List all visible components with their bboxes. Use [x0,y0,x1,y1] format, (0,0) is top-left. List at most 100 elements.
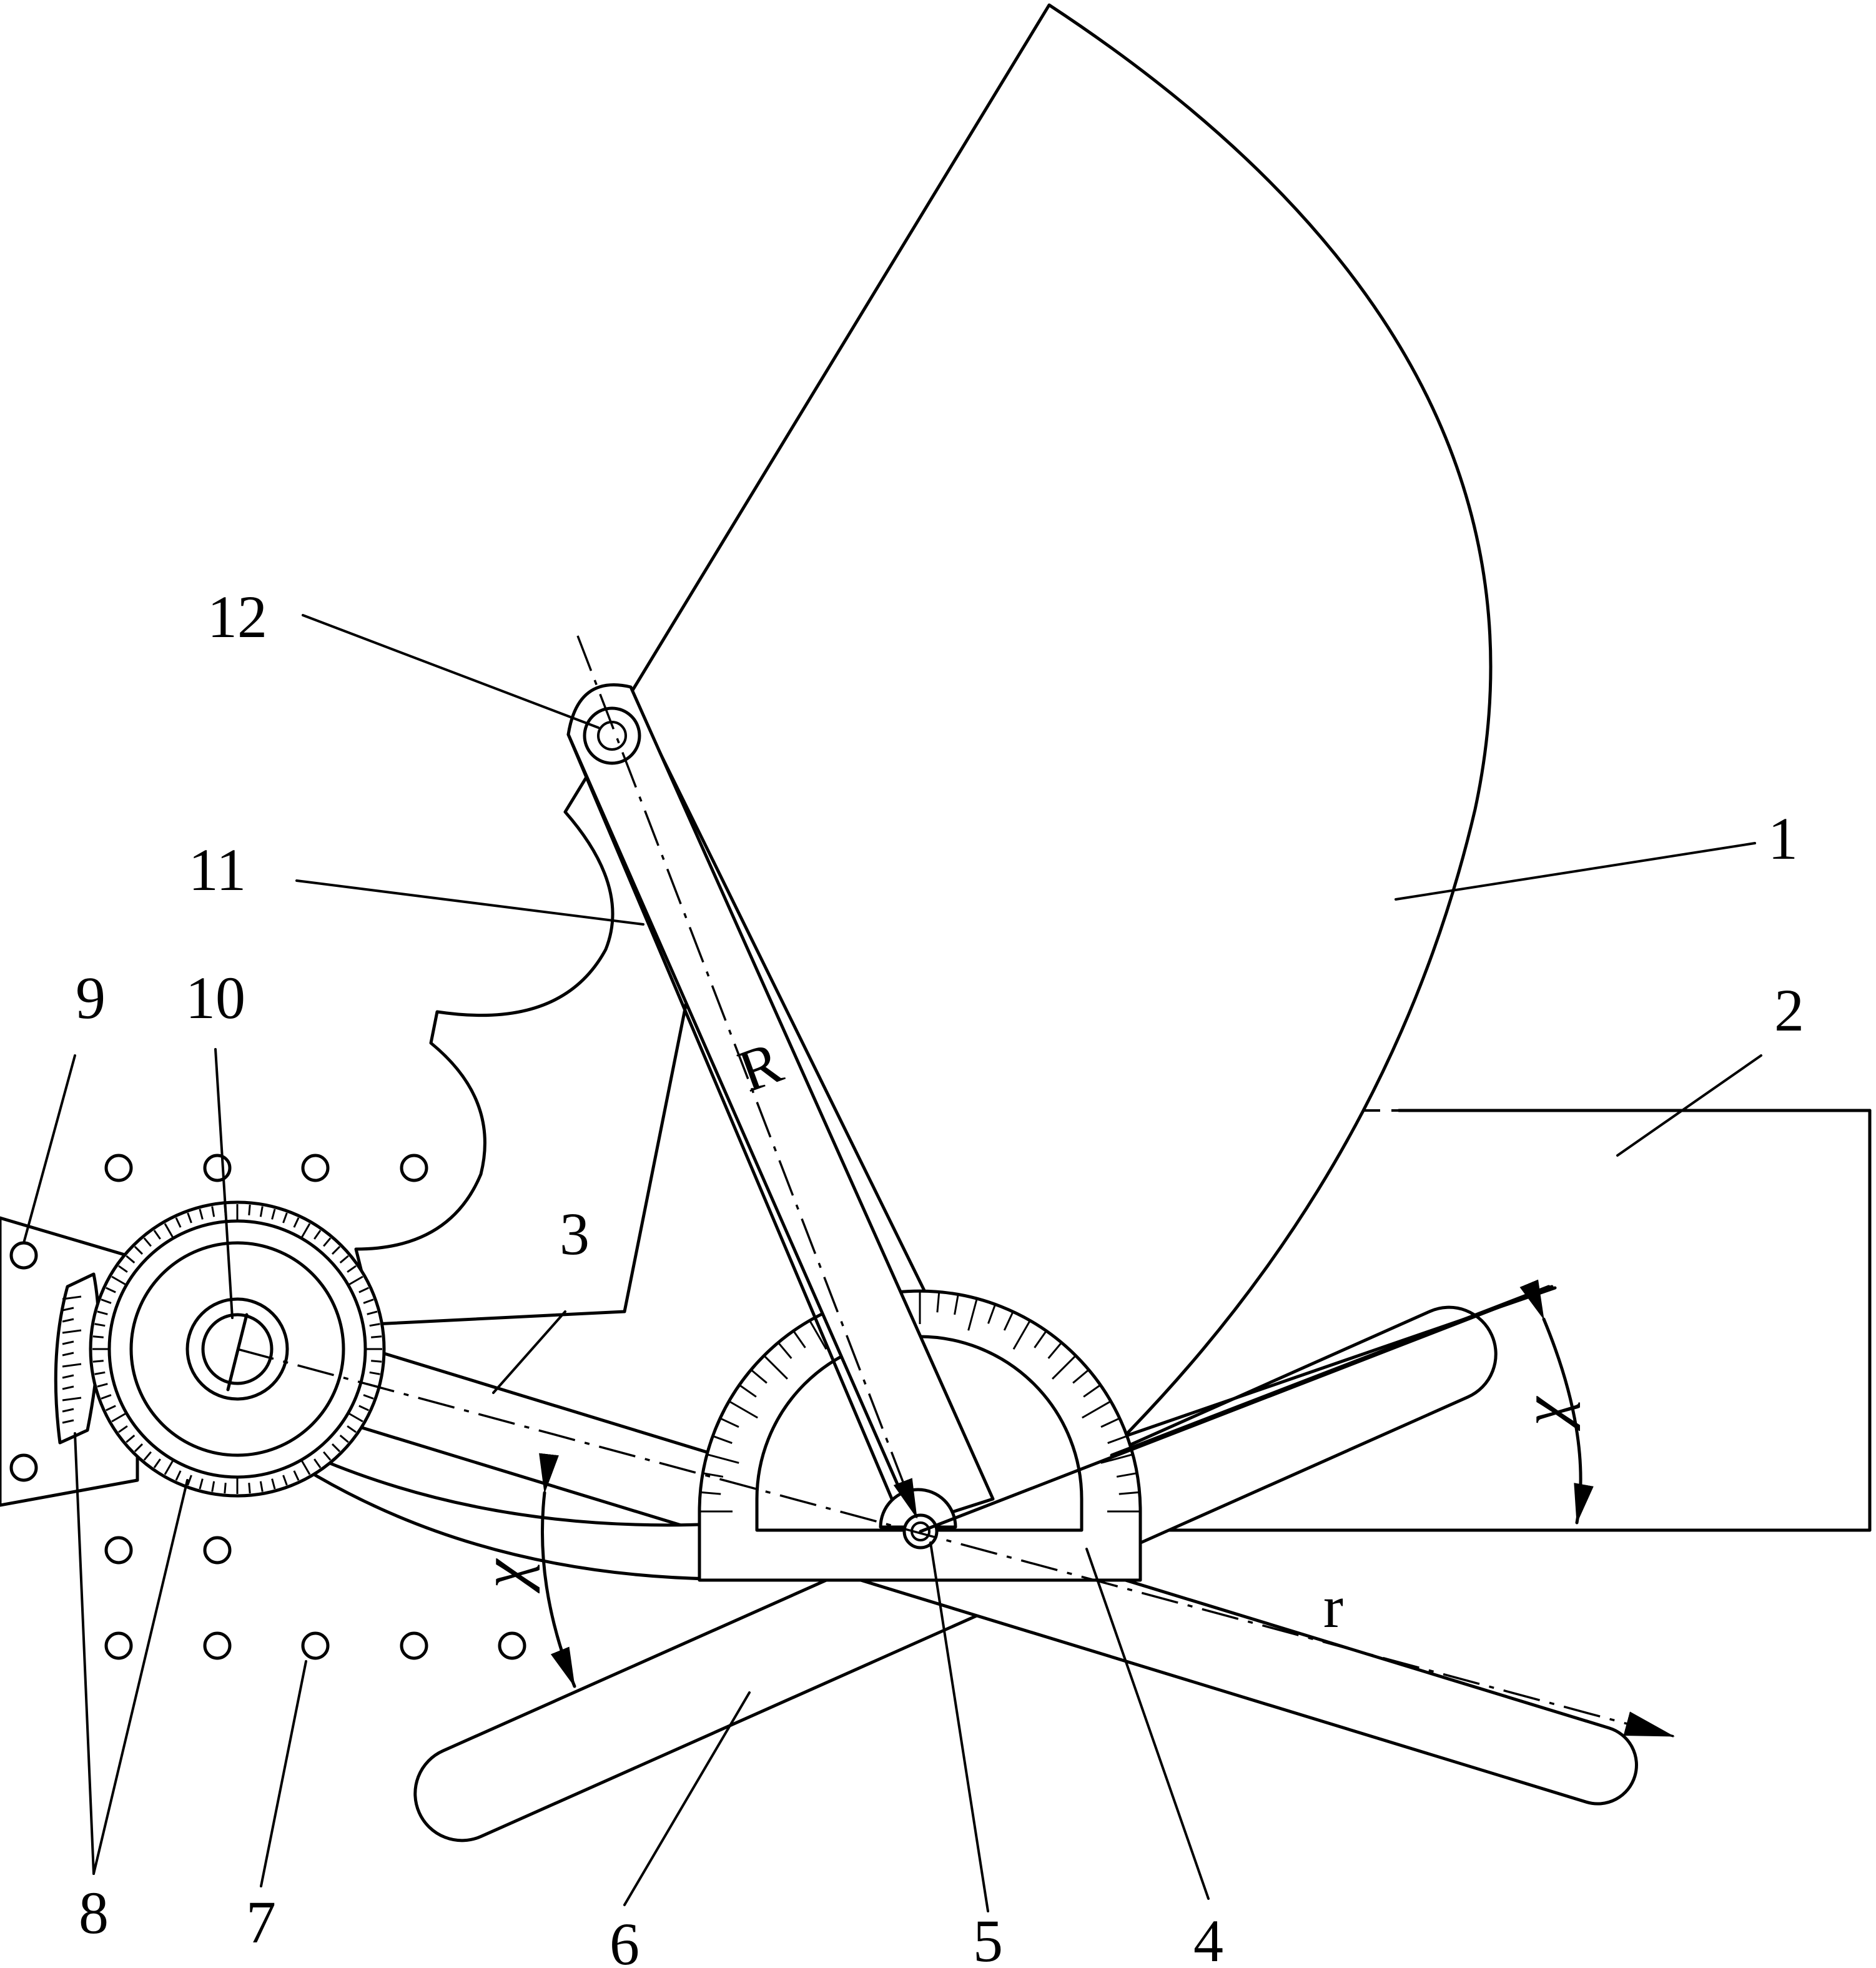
symbol-r: r [1323,1573,1343,1640]
protractor-tick [1100,1417,1120,1428]
dial-tick [153,1230,161,1240]
left-angle-arc [539,1453,576,1688]
dial-tick [323,1237,332,1247]
dial-tick [369,1323,380,1327]
protractor-tick [738,1384,757,1398]
dial-tick [363,1298,374,1304]
dial-tick [358,1287,369,1293]
dial-tick [134,1245,144,1255]
scale-tick [62,1352,74,1357]
upper-pin [583,706,641,765]
label-1: 1 [1768,805,1798,872]
protractor-tick [809,1320,827,1350]
protractor-tick [1034,1330,1047,1348]
protractor-tick [777,1342,792,1359]
dial-tick [271,1478,276,1490]
dial-tick [331,1443,341,1453]
protractor-tick [1003,1311,1014,1331]
scale-tick [62,1295,82,1300]
dial-tick [175,1470,182,1481]
scale-tick [62,1419,74,1424]
protractor-tick [1047,1342,1063,1359]
scale-tick [62,1408,74,1413]
angle-ray [1110,1285,1551,1457]
dial-tick [164,1223,174,1239]
dial-tick [134,1443,144,1453]
dial-tick [347,1275,363,1286]
label-2: 2 [1774,977,1804,1044]
dial-tick [211,1206,215,1217]
scale-ticks [62,1295,82,1424]
dial-tick [187,1212,192,1224]
protractor-tick [1072,1368,1090,1384]
dial-tick [248,1483,251,1494]
part-labels: 1 2 3 4 5 6 7 8 9 10 11 12 R r χ χ [76,583,1804,1968]
dial-tick [248,1204,251,1215]
dial-tick [97,1383,108,1388]
protractor-tick [936,1292,940,1313]
scale-tick [62,1397,82,1402]
protractor-tick [719,1417,739,1428]
leader-lines [22,614,1762,1912]
dial-tick [118,1265,128,1273]
dial-tick [293,1470,300,1481]
dial-tick [211,1481,215,1492]
label-10: 10 [185,964,245,1031]
dial-tick [363,1394,374,1400]
protractor-tick [706,1453,739,1464]
dial-tick [153,1458,161,1468]
protractor-tick [1083,1384,1102,1398]
protractor-tick [1052,1355,1077,1380]
dial-tick [111,1412,127,1423]
protractor-tick [700,1491,721,1495]
dial-tick [347,1412,363,1423]
dial-tick [339,1255,349,1263]
dial-tick [164,1459,174,1475]
protractor-tick [1107,1435,1128,1444]
dial-tick [347,1265,357,1273]
protractor-tick [1118,1491,1140,1495]
dial-tick [94,1371,106,1375]
dial-tick [199,1209,204,1220]
symbol-chi-left: χ [468,1558,540,1594]
protractor-tick [728,1400,758,1419]
protractor-tick [1012,1320,1031,1350]
dial-tick [97,1310,108,1315]
dial-tick [92,1360,104,1363]
label-7: 7 [246,1889,276,1956]
dial-tick [199,1478,204,1490]
dial-tick [126,1435,136,1443]
scale-tick [62,1385,74,1390]
dial-tick [143,1451,152,1461]
right-angle-arc [1519,1279,1594,1525]
dial-tick [175,1217,182,1228]
dial-tick [282,1212,288,1224]
dial-tick [126,1255,136,1263]
scale-tick [62,1318,74,1323]
scale-tick [62,1363,82,1368]
label-6: 6 [610,1911,639,1968]
protractor-tick [763,1355,788,1380]
dial-tick [143,1237,152,1247]
protractor-tick [703,1472,724,1478]
protractor-tick [1082,1400,1112,1419]
dial-tick [282,1475,288,1486]
dial-tick [106,1405,116,1412]
protractor-ticks [699,1291,1140,1513]
scalloped-cam [354,754,689,1326]
dial-tick [106,1287,116,1293]
scale-tick [62,1340,74,1345]
dial-tick [101,1298,112,1304]
label-3: 3 [560,1200,590,1267]
protractor-tick [987,1303,997,1324]
label-11: 11 [189,836,246,903]
dial-tick [367,1310,378,1315]
label-5: 5 [973,1907,1003,1968]
symbol-chi-right: χ [1509,1396,1581,1431]
dial-tick [293,1217,300,1228]
protractor-tick [712,1435,733,1444]
label-12: 12 [207,583,267,650]
protractor-tick [750,1368,768,1384]
protractor-tick [967,1298,978,1331]
